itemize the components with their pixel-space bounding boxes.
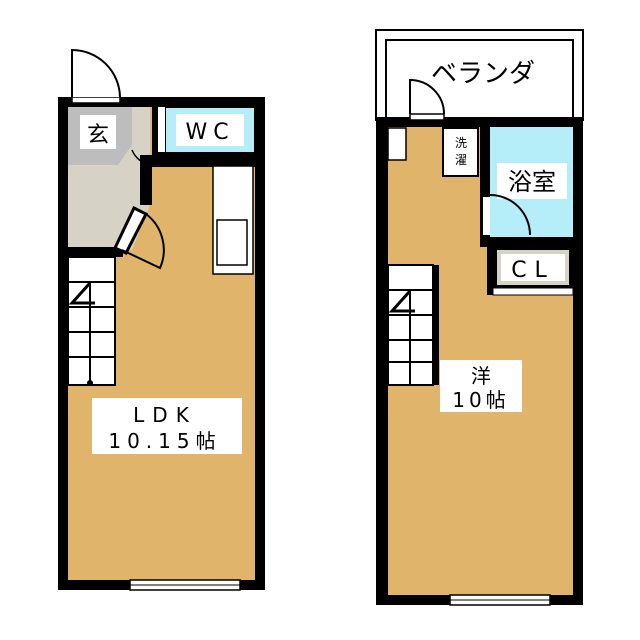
entry-door[interactable] — [71, 96, 121, 104]
bath-door[interactable] — [483, 197, 490, 235]
door-swing — [131, 149, 151, 166]
interior-wall — [140, 155, 255, 167]
floor-1: 玄 WC LDK 10. — [58, 48, 265, 591]
ldk-name: LDK — [133, 403, 197, 427]
laundry-space — [442, 127, 479, 177]
wc-label: WC — [185, 120, 234, 145]
wc-label-bg — [176, 114, 244, 146]
entrance-label-bg — [80, 115, 116, 149]
veranda-label: ベランダ — [431, 59, 535, 89]
door-swing — [409, 78, 445, 115]
stairs — [67, 256, 116, 386]
room-size: 10帖 — [452, 388, 509, 412]
door-swing — [489, 194, 531, 236]
ldk-label-bg — [92, 398, 242, 454]
ldk-size: 10.15帖 — [108, 429, 221, 453]
stairs — [387, 264, 439, 386]
closet-label: CL — [511, 258, 555, 283]
door-swing — [71, 48, 121, 98]
wc-door[interactable] — [158, 107, 165, 152]
room-label-bg — [440, 360, 522, 412]
kitchen-sink — [216, 219, 248, 266]
laundry-label-1: 洗 — [455, 136, 467, 150]
bath-label: 浴室 — [508, 168, 556, 196]
closet-door[interactable] — [492, 287, 574, 296]
fixture — [387, 127, 407, 161]
room-name: 洋 — [471, 364, 491, 388]
entrance-label: 玄 — [87, 123, 109, 148]
laundry-label-2: 濯 — [455, 153, 467, 167]
interior-wall — [140, 155, 152, 205]
door-swing — [121, 213, 165, 270]
interior-wall — [68, 247, 123, 257]
veranda-door[interactable] — [409, 113, 445, 121]
bath-label-bg — [497, 163, 567, 199]
floor-2: ベランダ 洗 濯 浴室 CL — [375, 29, 584, 606]
